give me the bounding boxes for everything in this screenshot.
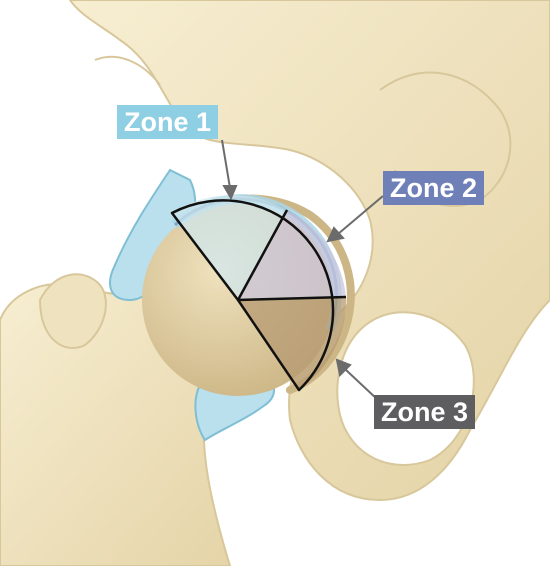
zone1-label: Zone 1: [117, 105, 219, 139]
zone2-region: [238, 210, 346, 300]
zone3-arrow: [335, 358, 379, 401]
zone-divider-1-2: [236, 209, 289, 301]
zone1-arrow: [221, 139, 238, 201]
zone-divider-2-3: [237, 295, 347, 302]
obturator-foramen: [336, 311, 475, 466]
zone1-region: [172, 195, 287, 300]
zone3-label: Zone 3: [374, 395, 476, 429]
iliac-crest-detail: [94, 55, 161, 86]
zone2-arrow: [326, 195, 384, 243]
zone2-label: Zone 2: [383, 171, 485, 205]
zone-sector-outline: [170, 199, 335, 392]
greater-trochanter: [38, 273, 107, 349]
